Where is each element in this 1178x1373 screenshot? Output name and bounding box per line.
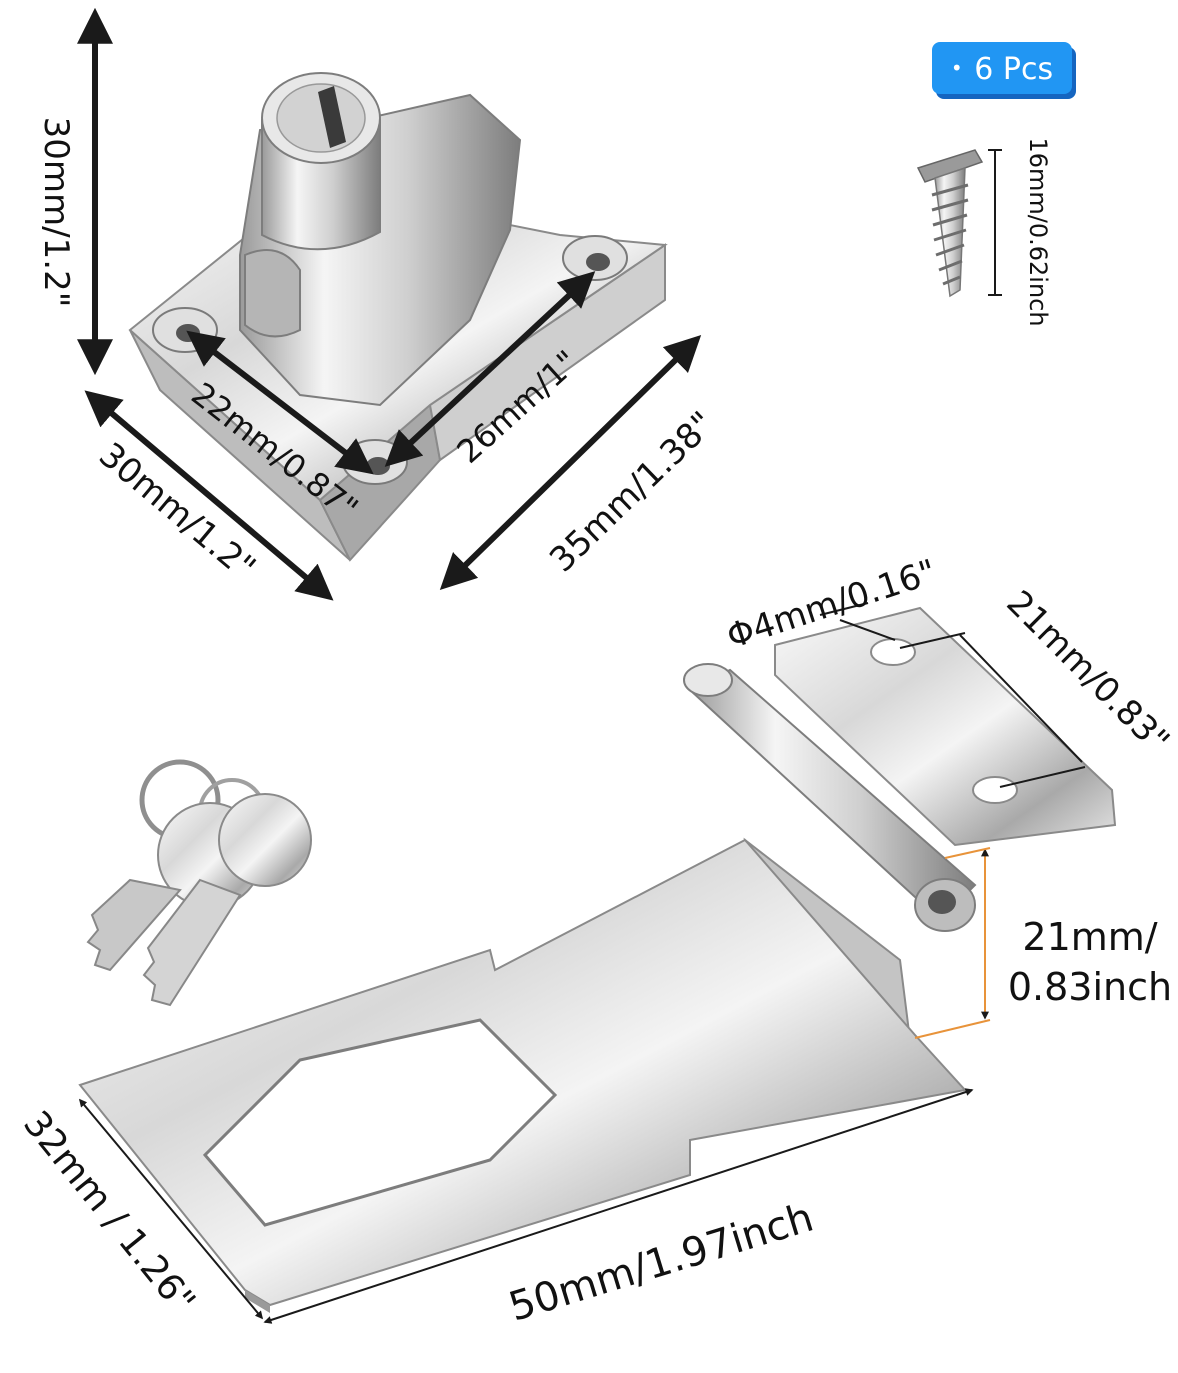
cam-lock-dimension-arrows bbox=[77, 7, 702, 601]
lock-height-label: 30mm/1.2" bbox=[36, 117, 76, 308]
screw-illustration bbox=[916, 149, 984, 298]
screw-length-label: 16mm/0.62inch bbox=[1024, 137, 1052, 326]
hinge-width-ext-top bbox=[899, 632, 966, 649]
keys-illustration bbox=[86, 759, 312, 1007]
hasp-dimension-lines bbox=[78, 602, 1086, 1324]
hasp-offset-ext-bottom bbox=[914, 1019, 991, 1039]
cam-lock-illustration bbox=[128, 72, 668, 562]
quantity-label: 6 Pcs bbox=[974, 52, 1054, 87]
hinge-width-ext-bottom bbox=[999, 766, 1086, 788]
quantity-badge: • 6 Pcs bbox=[932, 42, 1072, 94]
bullet-icon: • bbox=[950, 56, 963, 80]
hasp-offset-label-line1: 21mm/ bbox=[1022, 915, 1157, 959]
hole-spacing-b-arrow bbox=[384, 271, 596, 467]
lock-depth-label: 35mm/1.38" bbox=[542, 404, 723, 580]
hasp-length-arrow bbox=[263, 1088, 974, 1324]
hole-spacing-a-arrow bbox=[186, 330, 374, 475]
hasp-offset-ext-top bbox=[944, 847, 991, 859]
hole-diameter-line bbox=[819, 602, 869, 616]
hinge-width-arrow bbox=[959, 634, 1083, 763]
hasp-width-arrow bbox=[78, 1098, 264, 1320]
hasp-offset-label-line2: 0.83inch bbox=[1008, 965, 1172, 1009]
hole-diameter-leader bbox=[839, 619, 896, 641]
hasp-illustration bbox=[78, 606, 1117, 1313]
screw-length-bracket bbox=[988, 149, 1002, 296]
lock-width-arrow bbox=[84, 390, 334, 601]
